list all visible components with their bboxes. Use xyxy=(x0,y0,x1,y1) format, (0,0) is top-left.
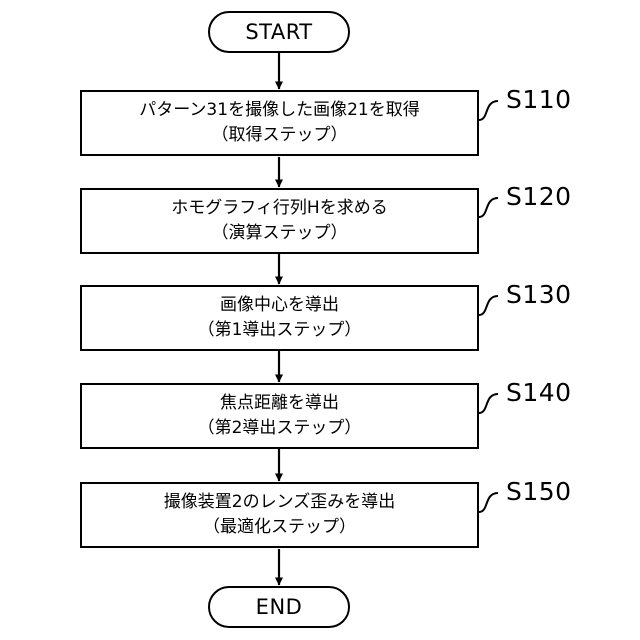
node-process-s120-line2: （演算ステップ） xyxy=(211,223,348,243)
node-process-s130-line2: （第1導出ステップ） xyxy=(197,320,362,340)
node-process-s140: 焦点距離を導出 （第2導出ステップ） xyxy=(80,383,479,449)
node-start-label: START xyxy=(245,20,313,44)
node-process-s130-line1: 画像中心を導出 xyxy=(220,295,339,316)
leader-line-s130 xyxy=(478,295,499,316)
node-process-s140-line2: （第2導出ステップ） xyxy=(197,418,362,438)
step-label-s120: S120 xyxy=(506,182,572,211)
leader-line-s150 xyxy=(478,492,499,513)
node-end-label: END xyxy=(255,595,303,619)
node-process-s150-line1: 撮像装置2のレンズ歪みを導出 xyxy=(163,492,396,513)
step-label-s110: S110 xyxy=(506,85,572,114)
leader-line-s120 xyxy=(478,197,499,218)
node-process-s150-line2: （最適化ステップ） xyxy=(203,517,356,537)
step-label-s150: S150 xyxy=(506,477,572,506)
node-process-s120-line1: ホモグラフィ行列Hを求める xyxy=(171,198,388,219)
leader-line-s110 xyxy=(478,100,499,121)
node-process-s110-line2: （取得ステップ） xyxy=(211,125,348,145)
node-process-s120: ホモグラフィ行列Hを求める （演算ステップ） xyxy=(80,188,479,254)
step-label-s140: S140 xyxy=(506,378,572,407)
node-process-s130: 画像中心を導出 （第1導出ステップ） xyxy=(80,285,479,351)
node-process-s110-line1: パターン31を撮像した画像21を取得 xyxy=(139,100,420,121)
node-end: END xyxy=(208,586,350,628)
leader-line-s140 xyxy=(478,393,499,414)
step-label-s130: S130 xyxy=(506,280,572,309)
node-process-s110: パターン31を撮像した画像21を取得 （取得ステップ） xyxy=(80,90,479,156)
node-start: START xyxy=(208,11,350,53)
node-process-s150: 撮像装置2のレンズ歪みを導出 （最適化ステップ） xyxy=(80,482,479,548)
node-process-s140-line1: 焦点距離を導出 xyxy=(220,393,339,414)
